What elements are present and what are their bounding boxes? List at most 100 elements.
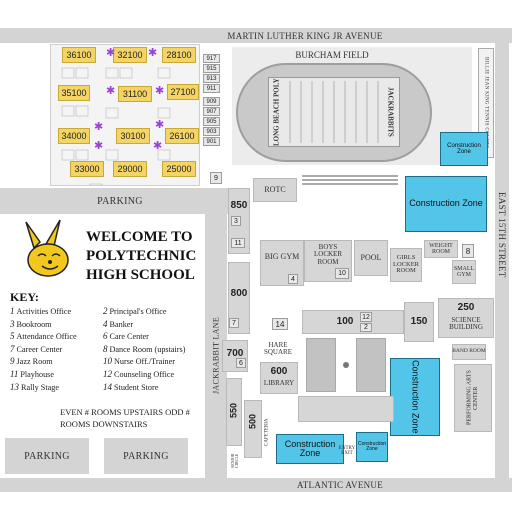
key-label: Nurse Off./Trainer — [114, 357, 175, 367]
pool-label: POOL — [360, 252, 382, 262]
portable-34000: 34000 — [58, 128, 90, 144]
key-marker-8: 8 — [462, 244, 474, 258]
star-icon: ✱ — [94, 140, 104, 152]
key-marker-14: 14 — [272, 318, 288, 330]
courtyard-block-b — [356, 338, 386, 392]
star-icon: ✱ — [155, 85, 165, 97]
portable-33000: 33000 — [70, 161, 104, 177]
key-number: 7 — [10, 343, 15, 354]
room-903: 903 — [203, 127, 220, 136]
senior-circle-label: SENIOR CIRCLE — [229, 453, 239, 469]
tennis-courts-label: BILLIE JEAN KING TENNIS COURTS — [483, 57, 489, 149]
library-label: LIBRARY — [263, 379, 295, 388]
building-800 — [228, 262, 250, 334]
building-850-label: 850 — [230, 200, 248, 211]
key-note: EVEN # ROOMS UPSTAIRS ODD # ROOMS DOWNST… — [60, 406, 210, 430]
portable-36100: 36100 — [62, 47, 96, 63]
building-250-label: 250 — [457, 302, 475, 313]
construction-zone-field: Construction Zone — [440, 132, 488, 166]
big-gym — [260, 240, 304, 286]
building-550 — [226, 378, 242, 446]
building-700-label: 700 — [226, 348, 244, 359]
key-number: 8 — [103, 343, 108, 354]
south-street-label: ATLANTIC AVENUE — [296, 480, 384, 490]
room-905: 905 — [203, 117, 220, 126]
star-icon: ✱ — [148, 47, 158, 59]
jackrabbit-mascot-icon — [25, 219, 69, 277]
key-label: Jazz Room — [16, 357, 53, 367]
east-street-label: EAST 15TH STREET — [497, 192, 507, 278]
room-911: 911 — [203, 84, 220, 93]
band-room — [452, 344, 486, 360]
key-number: 10 — [103, 356, 112, 367]
key-label: Care Center — [109, 332, 149, 342]
weight-room — [424, 240, 458, 258]
welcome-line-1: WELCOME TO — [86, 229, 193, 245]
bleachers — [302, 175, 398, 185]
portable-29000: 29000 — [113, 161, 147, 177]
room-909: 909 — [203, 97, 220, 106]
rotc-building — [253, 178, 297, 202]
key-label: Student Store — [114, 382, 159, 392]
star-icon: ✱ — [153, 140, 163, 152]
courtyard-block-a — [306, 338, 336, 392]
welcome-line-2: POLYTECHNIC — [86, 248, 197, 264]
room-915: 915 — [203, 64, 220, 73]
key-label: Attendance Office — [16, 332, 77, 342]
key-marker-10: 10 — [335, 268, 349, 279]
boys-locker-label: BOYS LOCKER ROOM — [314, 242, 342, 266]
key-marker-2: 2 — [360, 323, 372, 332]
key-label: Bookroom — [16, 319, 52, 329]
key-note-line-1: EVEN # ROOMS UPSTAIRS ODD # — [60, 407, 190, 417]
north-parking-road — [0, 188, 230, 214]
room-901: 901 — [203, 137, 220, 146]
key-number: 6 — [103, 331, 108, 342]
yard-lines — [289, 81, 379, 143]
key-number: 11 — [10, 369, 19, 379]
small-gym-label: SMALL GYM — [453, 265, 475, 278]
key-number: 13 — [10, 381, 19, 392]
star-icon: ✱ — [155, 119, 165, 131]
construction-zone-label: Construction Zone — [410, 360, 421, 434]
band-room-label: BAND ROOM — [452, 348, 486, 355]
courtyard-dot — [343, 362, 349, 368]
building-150 — [404, 302, 434, 342]
star-icon: ✱ — [94, 121, 104, 133]
key-number: 1 — [10, 306, 15, 316]
building-600-label: 600 — [270, 366, 288, 377]
key-number: 4 — [103, 318, 108, 329]
key-label: Activities Office — [16, 307, 72, 316]
key-number: 12 — [103, 369, 112, 379]
key-number: 3 — [10, 318, 15, 329]
parking-label-north: PARKING — [97, 195, 143, 207]
parking-label-east: PARKING — [123, 450, 169, 462]
building-150-label: 150 — [410, 316, 428, 327]
portable-32100: 32100 — [113, 47, 147, 63]
portable-30100: 30100 — [116, 128, 150, 144]
welcome-line-3: HIGH SCHOOL — [86, 267, 195, 283]
parking-lot-west — [5, 438, 89, 474]
building-500-label: 500 — [247, 413, 258, 429]
field-left-text: LONG BEACH POLY — [272, 78, 281, 146]
key-marker-7: 7 — [229, 318, 239, 328]
girls-locker-room — [390, 248, 422, 282]
key-label: Career Center — [16, 344, 63, 354]
hare-square-label: HARE SQUARE — [263, 340, 292, 356]
library-600 — [260, 362, 298, 394]
portable-25000: 25000 — [162, 161, 196, 177]
building-100-label: 100 — [336, 316, 354, 327]
field-right-text: JACKRABBITS — [386, 87, 395, 137]
key-label: Principal's Office — [109, 307, 167, 316]
south-road — [0, 478, 512, 492]
key-marker-4: 4 — [288, 274, 298, 284]
portable-grid — [61, 67, 171, 186]
portable-28100: 28100 — [162, 47, 196, 63]
